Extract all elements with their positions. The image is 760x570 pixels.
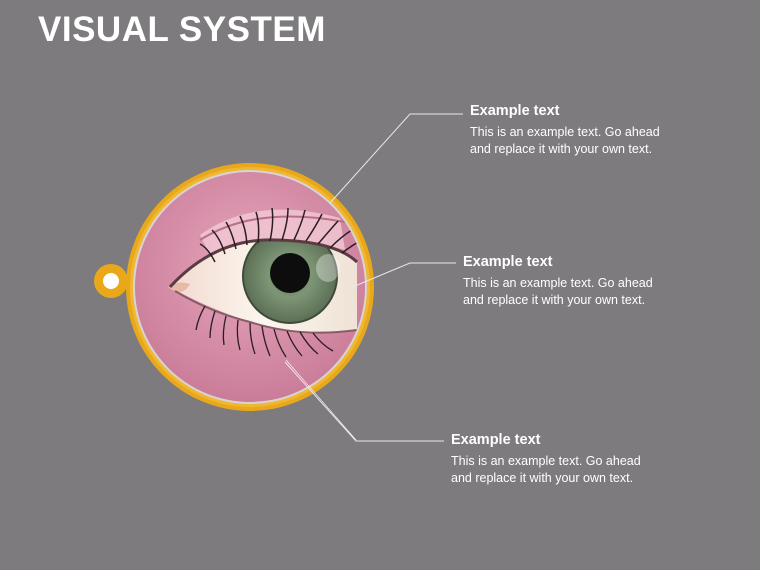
leader-line-3 — [284, 361, 444, 442]
frame-loop — [94, 264, 128, 298]
lens-content — [135, 172, 365, 402]
callout-3: Example text This is an example text. Go… — [451, 432, 651, 487]
lower-lashes — [195, 305, 334, 358]
callout-body: This is an example text. Go ahead and re… — [470, 125, 660, 156]
callout-2: Example text This is an example text. Go… — [463, 254, 663, 309]
pupil — [270, 253, 310, 293]
callout-1: Example text This is an example text. Go… — [470, 103, 670, 158]
callout-heading: Example text — [470, 103, 560, 119]
callout-heading: Example text — [451, 432, 541, 448]
upper-lashes — [199, 207, 363, 263]
leader-lines — [284, 113, 463, 442]
callout-body: This is an example text. Go ahead and re… — [451, 454, 641, 485]
callout-body: This is an example text. Go ahead and re… — [463, 276, 653, 307]
leader-line-2 — [349, 262, 456, 289]
page-title: VISUAL SYSTEM — [38, 10, 326, 49]
leader-line-1 — [329, 113, 463, 204]
callout-heading: Example text — [463, 254, 553, 270]
